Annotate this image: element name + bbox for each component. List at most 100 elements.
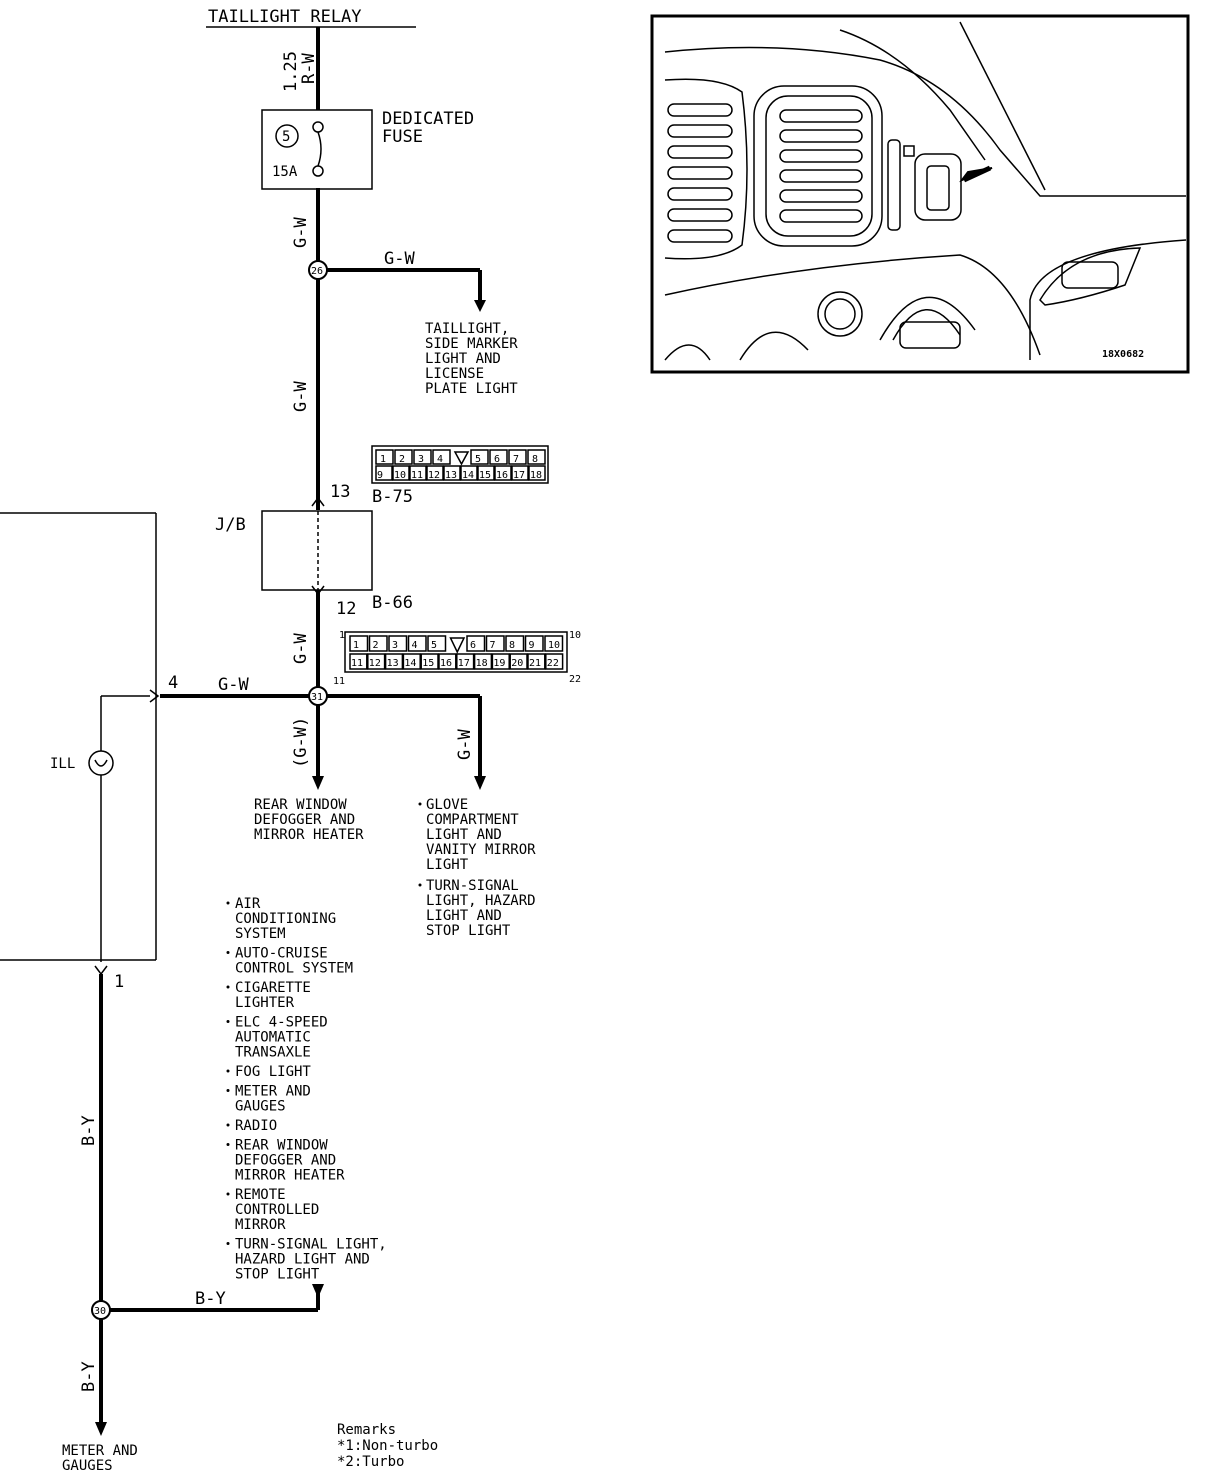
svg-text:16: 16 [496, 470, 508, 481]
connector-cell: 13 [384, 653, 404, 670]
wire-gw-label-5: G-W [218, 675, 249, 695]
fuse-rating: 15A [272, 164, 298, 180]
connector-cell: 12 [367, 653, 386, 670]
svg-text:22: 22 [569, 674, 581, 685]
svg-text:18: 18 [476, 658, 488, 669]
svg-text:1: 1 [353, 640, 359, 651]
connector-cell: 9 [375, 465, 393, 481]
connector-cell: 1 [349, 635, 369, 652]
connector-cell: 15 [477, 465, 495, 481]
connector-cell: 11 [409, 465, 427, 481]
svg-text:REMOTE: REMOTE [235, 1187, 286, 1203]
svg-text:MIRROR: MIRROR [235, 1217, 286, 1233]
svg-text:AIR: AIR [235, 896, 261, 912]
fuse-label-line2: FUSE [382, 127, 423, 147]
wire-color-rw-label: R-W [299, 53, 319, 84]
svg-text:11: 11 [333, 676, 345, 687]
junction-30-label: 30 [94, 1306, 106, 1317]
jb-conn-bottom: B-66 [372, 593, 413, 613]
svg-text:TAILLIGHT,: TAILLIGHT, [425, 321, 509, 337]
connector-cell: 15 [420, 653, 439, 670]
svg-text:REAR WINDOW: REAR WINDOW [235, 1138, 328, 1154]
svg-text:MIRROR HEATER: MIRROR HEATER [235, 1168, 345, 1184]
svg-text:4: 4 [437, 454, 443, 465]
svg-text:17: 17 [458, 658, 470, 669]
svg-text:13: 13 [445, 470, 457, 481]
svg-text:LIGHT AND: LIGHT AND [425, 351, 501, 367]
svg-text:16: 16 [440, 658, 452, 669]
svg-text:*1:Non-turbo: *1:Non-turbo [337, 1438, 438, 1454]
svg-text:REAR WINDOW: REAR WINDOW [254, 797, 347, 813]
svg-text:9: 9 [377, 470, 383, 481]
svg-text:AUTO-CRUISE: AUTO-CRUISE [235, 946, 328, 962]
svg-text:GAUGES: GAUGES [235, 1099, 286, 1115]
taillight-relay-label: TAILLIGHT RELAY [208, 7, 362, 27]
svg-text:SYSTEM: SYSTEM [235, 926, 286, 942]
wire-gw-label-3: G-W [291, 381, 311, 412]
fuse-number: 5 [282, 129, 290, 145]
svg-text:DEFOGGER AND: DEFOGGER AND [235, 1153, 336, 1169]
arrow-down-icon [95, 1422, 107, 1436]
connector-cell: 12 [426, 465, 444, 481]
wire-by-label-3: B-Y [79, 1361, 99, 1392]
connector-cell: 9 [524, 635, 544, 652]
svg-text:LIGHT AND: LIGHT AND [426, 827, 502, 843]
ill-lamp-filament-icon [94, 759, 108, 767]
left-pin-1: 1 [114, 972, 124, 992]
connector-cell: 7 [485, 635, 505, 652]
connector-cell: 14 [460, 465, 478, 481]
junction-block [261, 510, 373, 591]
svg-text:1: 1 [380, 454, 386, 465]
svg-text:13: 13 [387, 658, 399, 669]
connector-cell: 17 [511, 465, 529, 481]
svg-text:10: 10 [394, 470, 406, 481]
svg-text:14: 14 [404, 658, 416, 669]
ill-label: ILL [50, 756, 75, 772]
svg-text:14: 14 [462, 470, 474, 481]
svg-text:VANITY MIRROR: VANITY MIRROR [426, 842, 536, 858]
jb-pin-top: 13 [330, 482, 350, 502]
wire-by-label-1: B-Y [79, 1115, 99, 1146]
svg-text:COMPARTMENT: COMPARTMENT [426, 812, 519, 828]
junction-26-label: 26 [311, 266, 323, 277]
connector-cell: 3 [413, 449, 432, 465]
svg-text:LICENSE: LICENSE [425, 366, 484, 382]
svg-text:15: 15 [422, 658, 434, 669]
connector-cell: 18 [473, 653, 493, 670]
connector-cell: 1 [375, 449, 394, 465]
system-list: AIRCONDITIONINGSYSTEMAUTO-CRUISECONTROL … [226, 896, 387, 1283]
svg-text:1: 1 [339, 630, 345, 641]
svg-text:7: 7 [490, 640, 496, 651]
connector-cell: 6 [489, 449, 508, 465]
connector-cell: 19 [491, 653, 510, 670]
svg-text:17: 17 [513, 470, 525, 481]
svg-text:3: 3 [392, 640, 398, 651]
svg-text:11: 11 [411, 470, 423, 481]
connector-cell: 17 [456, 653, 475, 670]
wire-size-label: 1.25 [281, 51, 301, 92]
svg-text:LIGHT: LIGHT [426, 857, 469, 873]
svg-text:5: 5 [431, 640, 437, 651]
connector-cell: 18 [528, 465, 546, 481]
svg-text:9: 9 [529, 640, 535, 651]
svg-text:19: 19 [493, 658, 505, 669]
svg-text:10: 10 [548, 640, 560, 651]
svg-text:18: 18 [530, 470, 542, 481]
svg-text:METER AND: METER AND [235, 1084, 311, 1100]
svg-text:*2:Turbo: *2:Turbo [337, 1454, 404, 1470]
connector-cell: 20 [509, 653, 528, 670]
system-list-item: RADIO [226, 1118, 277, 1134]
rear-defogger-destination: REAR WINDOW DEFOGGER AND MIRROR HEATER [254, 797, 364, 843]
jb-pin-bottom: 12 [336, 599, 356, 619]
illustration-code: 18X0682 [1102, 349, 1144, 360]
svg-text:2: 2 [373, 640, 379, 651]
connector-mark-left [149, 689, 160, 703]
connector-cell: 8 [527, 449, 546, 465]
